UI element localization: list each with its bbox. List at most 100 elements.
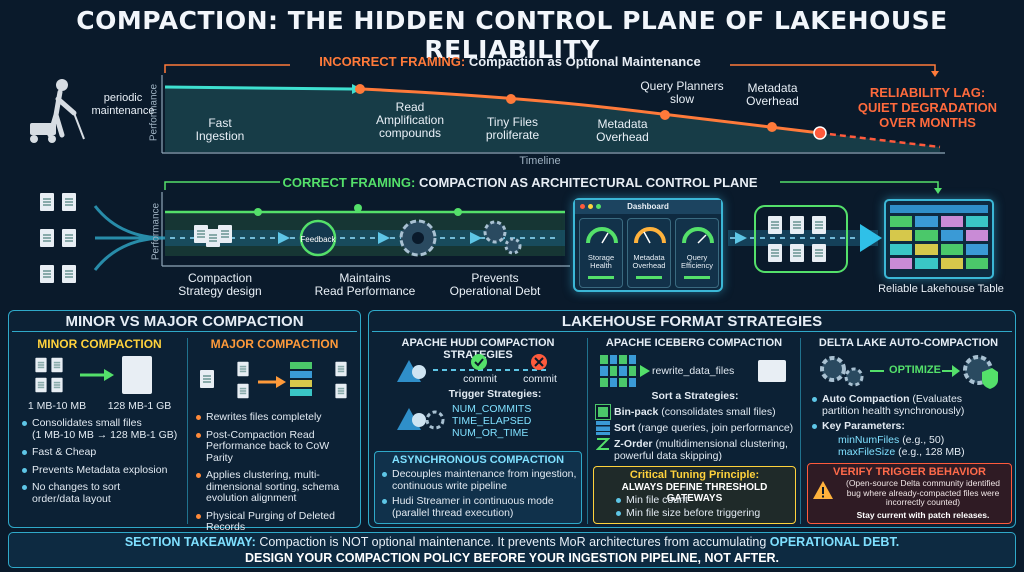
iceberg-sort-title: Sort a Strategies: xyxy=(651,390,739,402)
async-bullet: Hudi Streamer in continuous mode (parall… xyxy=(382,495,580,519)
file-icon xyxy=(237,383,249,399)
auto-name: Auto Compaction xyxy=(822,393,910,405)
gauge-icon xyxy=(682,227,714,244)
file-icon xyxy=(62,193,76,211)
verify-tail: Stay current with patch releases. xyxy=(856,510,990,520)
label-metadata-overhead-high: Metadata Overhead xyxy=(746,81,799,108)
gauge-bar xyxy=(684,276,710,279)
async-compaction-box xyxy=(374,451,582,524)
file-icon xyxy=(62,229,76,247)
file-icon xyxy=(51,357,63,373)
iceberg-zorder: Z-Order (multidimensional clustering, po… xyxy=(614,438,800,462)
mid-axis-performance: Performance xyxy=(150,202,162,261)
gauge-label: Query Efficiency xyxy=(681,253,713,270)
binpack-name: Bin-pack xyxy=(614,406,659,418)
table-grid xyxy=(890,216,988,269)
warning-icon xyxy=(813,481,833,499)
verify-text: (Open-source Delta community identified … xyxy=(845,478,1000,507)
hudi-triggers: NUM_COMMITS TIME_ELAPSED NUM_OR_TIME xyxy=(452,403,572,439)
correct-label: CORRECT FRAMING: xyxy=(282,175,416,190)
formats-divider-2 xyxy=(800,338,801,524)
gauge-label: Storage Health xyxy=(587,253,615,270)
tuning-title: Critical Tuning Principle: xyxy=(629,469,760,481)
iceberg-binpack: Bin-pack (consolidates small files) xyxy=(614,406,800,418)
takeaway-lead: SECTION TAKEAWAY: xyxy=(124,535,256,549)
table-header-bar xyxy=(890,205,988,213)
minor-to-size: 128 MB-1 GB xyxy=(107,400,172,412)
trigger-num-or-time: NUM_OR_TIME xyxy=(452,427,529,439)
reliable-table-label: Reliable Lakehouse Table xyxy=(878,283,1004,295)
minor-major-divider xyxy=(12,331,357,332)
zorder-name: Z-Order xyxy=(614,438,653,450)
label-read-amplification: Read Amplification compounds xyxy=(375,100,445,140)
compaction-files xyxy=(194,225,244,255)
file-icon xyxy=(40,193,54,211)
label-maintains-read: Maintains Read Performance xyxy=(314,271,416,298)
label-query-planners: Query Planners slow xyxy=(640,79,724,106)
hudi-flow-icon xyxy=(397,354,550,382)
iceberg-rewrite: rewrite_data_files xyxy=(652,365,735,377)
auto-desc: (Evaluates partition health synchronousl… xyxy=(822,393,965,417)
file-icon xyxy=(790,216,804,234)
verify-title: VERIFY TRIGGER BEHAVIOR xyxy=(832,466,986,478)
file-icon xyxy=(812,244,826,262)
gauge-metadata-overhead: Metadata Overhead xyxy=(627,218,671,288)
file-icon xyxy=(51,377,63,393)
major-arrow-icon xyxy=(258,376,286,388)
major-files xyxy=(200,360,350,405)
major-bullet: Applies clustering, multi- dimensional s… xyxy=(196,469,358,505)
async-title: ASYNCHRONOUS COMPACTION xyxy=(391,454,565,466)
formats-header: LAKEHOUSE FORMAT STRATEGIES xyxy=(561,313,823,330)
delta-bullets: Auto Compaction (Evaluates partition hea… xyxy=(812,393,1012,434)
dashboard-titlebar: Dashboard xyxy=(575,200,721,214)
incorrect-text: Compaction as Optional Maintenance xyxy=(468,54,701,69)
takeaway-line1: SECTION TAKEAWAY: Compaction is NOT opti… xyxy=(8,535,1016,549)
param-max-file-size: maxFileSize (e.g., 128 MB) xyxy=(838,446,1008,458)
file-icon xyxy=(35,357,47,373)
label-strategy-design: Compaction Strategy design xyxy=(178,271,262,298)
major-bullet: Post-Compaction Read Performance back to… xyxy=(196,429,358,465)
reliable-table-icon xyxy=(884,199,994,279)
file-icon xyxy=(35,377,47,393)
hudi-trigger-title: Trigger Strategies: xyxy=(448,388,542,400)
tuning-bullet: Min file count xyxy=(616,494,796,507)
minor-from-size: 1 MB-10 MB xyxy=(27,400,87,412)
gauge-bar xyxy=(636,276,662,279)
tuning-bullet: Min file size before triggering xyxy=(616,507,796,520)
incorrect-framing-diagram xyxy=(30,64,945,154)
file-icon xyxy=(335,361,347,377)
minor-major-header: MINOR VS MAJOR COMPACTION xyxy=(65,313,304,330)
top-axis-timeline: Timeline xyxy=(519,155,561,167)
file-icon xyxy=(194,225,208,243)
formats-divider xyxy=(372,331,1012,332)
file-icon xyxy=(237,361,249,377)
file-icon xyxy=(768,244,782,262)
delta-gears-icon xyxy=(820,356,864,387)
page-title: COMPACTION: THE HIDDEN CONTROL PLANE OF … xyxy=(76,6,948,64)
large-file-icon xyxy=(122,356,152,394)
correct-framing-header: CORRECT FRAMING: COMPACTION AS ARCHITECT… xyxy=(260,175,780,190)
file-icon xyxy=(62,265,76,283)
label-metadata-overhead-low: Metadata Overhead xyxy=(596,117,649,144)
major-compaction-title: MAJOR COMPACTION xyxy=(210,337,339,351)
minor-arrow-icon xyxy=(80,369,114,381)
hudi-trigger-icon xyxy=(397,408,445,430)
delta-title: DELTA LAKE AUTO-COMPACTION xyxy=(818,337,999,349)
feedback-label: Feedback xyxy=(300,235,336,244)
minor-small-files xyxy=(34,356,74,396)
trigger-time-elapsed: TIME_ELAPSED xyxy=(452,415,532,427)
minor-major-vertical-divider xyxy=(187,338,188,524)
delta-key-params: Key Parameters: xyxy=(812,420,1012,433)
file-icon xyxy=(206,229,220,247)
compacted-files xyxy=(768,216,838,266)
file-icon xyxy=(40,229,54,247)
file-icon xyxy=(40,265,54,283)
trigger-num-commits: NUM_COMMITS xyxy=(452,403,532,415)
gauge-storage-health: Storage Health xyxy=(579,218,623,288)
gauge-icon xyxy=(634,227,666,244)
correct-framing-diagram xyxy=(93,181,942,273)
label-prevents-debt: Prevents Operational Debt xyxy=(449,271,541,298)
periodic-maintenance-label: periodic maintenance xyxy=(91,92,155,117)
minor-major-panel xyxy=(8,310,361,528)
iceberg-sort: Sort (range queries, join performance) xyxy=(614,422,800,434)
